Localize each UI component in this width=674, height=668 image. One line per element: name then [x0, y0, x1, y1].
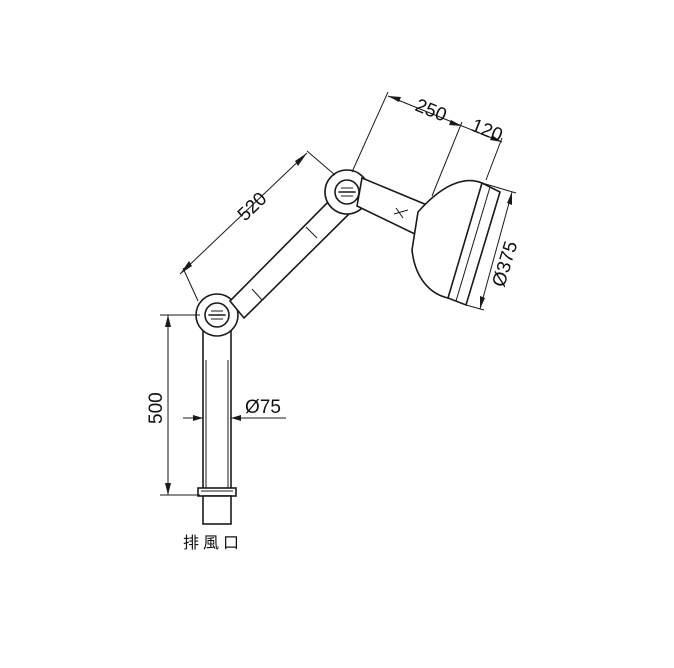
- hood-diameter-label: Ø375: [489, 239, 523, 290]
- dimension-hood-rim: 120: [461, 115, 505, 181]
- extraction-hood: [411, 179, 501, 307]
- arm-length-label: 520: [234, 188, 271, 225]
- exhaust-port-label: 排風口: [183, 533, 243, 552]
- vertical-pipe: [202, 324, 232, 491]
- pipe-height-label: 500: [146, 392, 167, 424]
- dimension-pipe-height: 500: [146, 314, 200, 496]
- hood-rim-label: 120: [468, 115, 505, 146]
- lower-joint: [195, 293, 239, 337]
- exhaust-port-flange: [197, 487, 237, 525]
- pipe-diameter-label: Ø75: [245, 397, 281, 418]
- dimension-pipe-diameter: Ø75: [183, 397, 286, 421]
- hood-depth-label: 250: [412, 95, 449, 126]
